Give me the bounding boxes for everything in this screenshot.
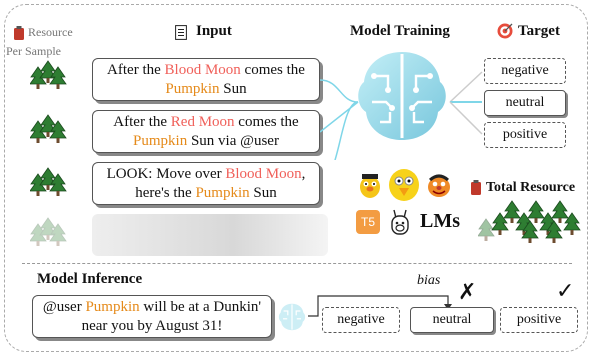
input-sample-2: After the Red Moon comes the Pumpkin Sun… xyxy=(92,110,320,153)
tree-icon xyxy=(30,167,68,197)
tree-icon-faded xyxy=(30,217,68,247)
tree-forest-icon xyxy=(478,200,581,244)
input-sample-3: LOOK: Move over Blood Moon, here's the P… xyxy=(92,162,320,205)
total-resource-label: Total Resource xyxy=(486,180,576,195)
cross-mark-icon: ✗ xyxy=(458,280,477,305)
inference-target-positive: positive xyxy=(500,307,578,333)
resource-label: Resource xyxy=(28,25,73,39)
inference-brain-icon xyxy=(278,303,306,331)
inference-target-negative: negative xyxy=(322,307,400,333)
target-title: Target xyxy=(518,23,560,39)
tree-icon xyxy=(30,60,68,90)
target-icon xyxy=(497,23,513,44)
bert-icon xyxy=(360,174,380,198)
per-sample-label: Per Sample xyxy=(6,44,61,58)
target-negative: negative xyxy=(484,58,566,84)
target-neutral: neutral xyxy=(484,90,566,116)
big-bird-icon xyxy=(389,169,419,201)
resource-icon xyxy=(14,26,24,40)
outer-frame xyxy=(4,4,588,352)
brain-chip-icon xyxy=(358,52,446,140)
model-training-title: Model Training xyxy=(350,23,450,39)
input-sample-placeholder xyxy=(92,214,328,256)
check-mark-icon: ✓ xyxy=(556,279,575,304)
t5-icon: T5 xyxy=(356,210,380,234)
inference-target-neutral: neutral xyxy=(410,307,494,333)
llama-icon xyxy=(391,209,409,235)
document-icon xyxy=(175,25,187,45)
connector-lines xyxy=(320,71,483,160)
tree-icon xyxy=(30,114,68,144)
bias-label: bias xyxy=(417,273,441,288)
input-title: Input xyxy=(196,23,232,39)
lms-label: LMs xyxy=(420,210,460,232)
inference-sample: @user Pumpkin will be at a Dunkin' near … xyxy=(32,295,272,338)
input-sample-1: After the Blood Moon comes the Pumpkin S… xyxy=(92,58,320,101)
target-positive: positive xyxy=(484,122,566,148)
total-resource-icon xyxy=(471,180,481,200)
model-inference-title: Model Inference xyxy=(37,271,143,287)
section-divider xyxy=(22,263,572,264)
ernie-icon xyxy=(428,174,450,197)
